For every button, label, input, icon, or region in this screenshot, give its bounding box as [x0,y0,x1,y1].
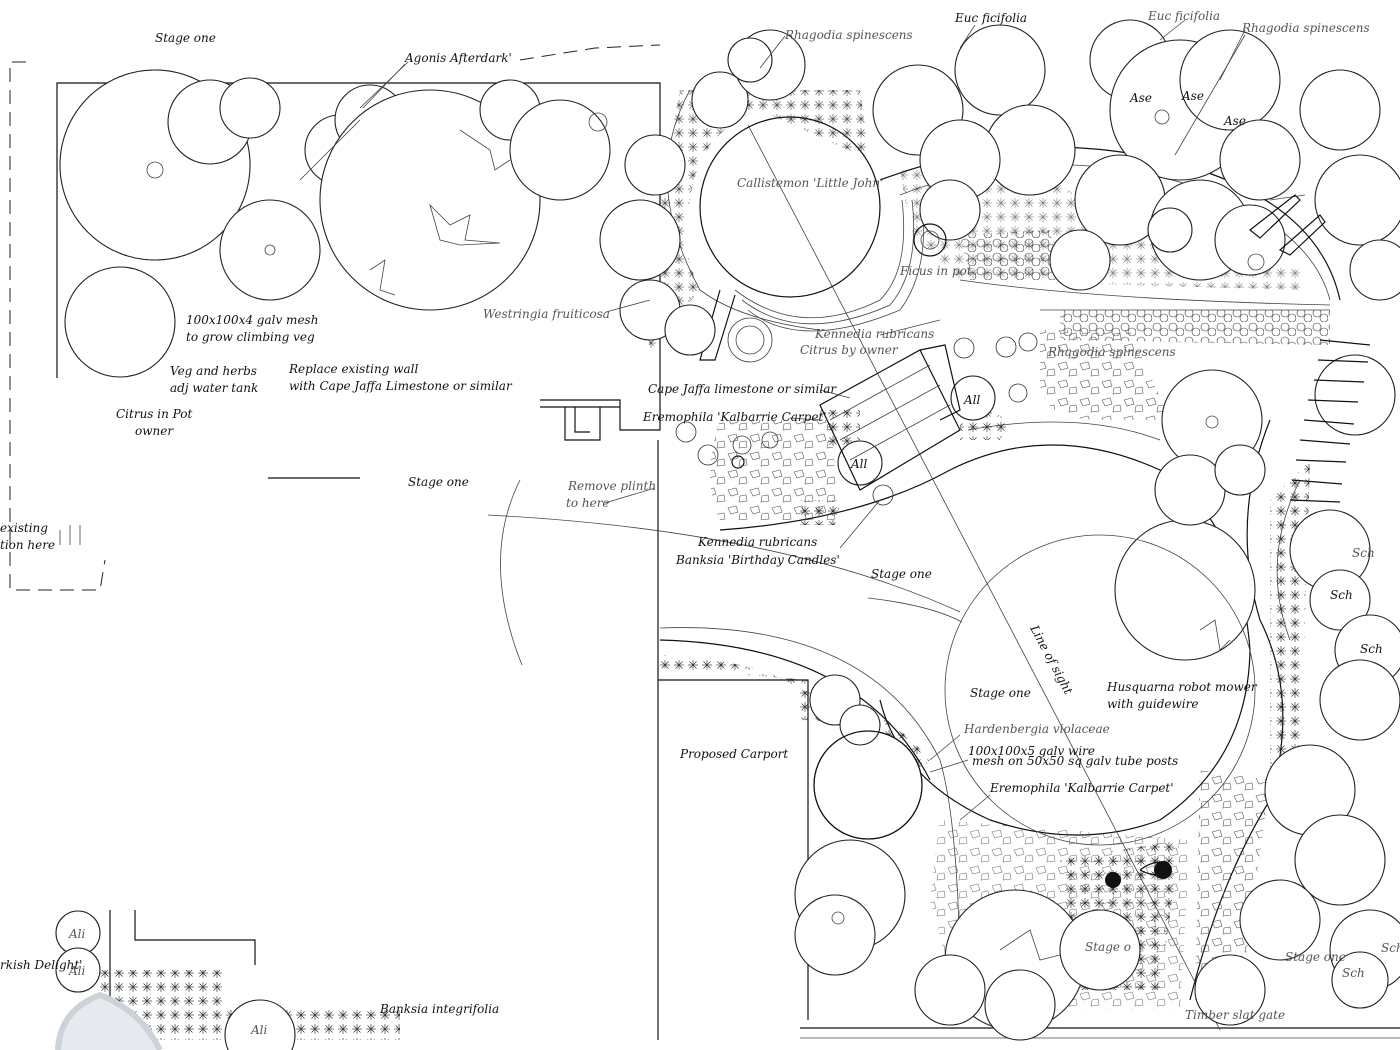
lawn-circle [944,534,1256,846]
trees-upper-left [59,63,611,378]
label-hardenbergia: Hardenbergia violaceae [963,722,1110,736]
label-all-2: All [850,457,868,471]
label-existing-1: existing [0,521,48,535]
trees-lower-left [55,910,296,1050]
label-banksia-bc: Banksia 'Birthday Candles' [675,553,840,567]
label-stage-one-c: Stage one [871,567,932,581]
label-banksia-integrifolia: Banksia integrifolia [379,1002,499,1016]
trees-lower-middle [794,674,1141,1041]
label-husqvarna-2: with guidewire [1107,697,1198,711]
label-all-1: All [963,393,981,407]
label-timber-gate: Timber slat gate [1185,1008,1285,1022]
label-ali-2: Ali [68,964,86,978]
label-sch-2: Sch [1330,588,1353,602]
label-kennedia-1: Kennedia rubricans [814,327,934,341]
label-ficus: Ficus in pot [899,264,972,278]
label-ali-1: Ali [68,927,86,941]
label-eremophila-2: Eremophila 'Kalbarrie Carpet' [989,781,1174,795]
label-stage-one-d: Stage one [970,686,1031,700]
label-line-of-sight: Line of sight [1027,622,1076,697]
label-sch-5: Sch [1342,966,1365,980]
label-leaders [359,19,1246,821]
label-replace-wall-1: Replace existing wall [288,362,418,376]
label-ase-3: Ase [1223,114,1246,128]
label-sch-1: Sch [1352,546,1375,560]
label-turkish-delight: rkish Delight' [0,958,82,972]
label-euc-ficifolia-1: Euc ficifolia [954,11,1027,25]
label-stage-one-f: Stage one [1285,950,1346,964]
label-ali-3: Ali [250,1023,268,1037]
label-galv-wire-2: mesh on 50x50 sq galv tube posts [972,754,1178,768]
label-proposed-carport: Proposed Carport [679,747,788,761]
shrubs [675,332,1038,506]
label-westringia: Westringia fruiticosa [483,307,610,321]
label-cape-jaffa: Cape Jaffa limestone or similar [648,382,837,396]
trees-top-band [599,19,1400,363]
label-citrus-owner: Citrus by owner [800,343,899,357]
water-tank [813,730,923,840]
label-stage-one-b: Stage one [408,475,469,489]
label-callistemon: Callistemon 'Little John' [737,176,883,190]
label-eremophila-1: Eremophila 'Kalbarrie Carpet' [642,410,827,424]
label-remove-plinth-2: to here [566,496,610,510]
label-rhagodia-top: Rhagodia spinescens [784,28,913,42]
label-sch-3: Sch [1360,642,1383,656]
label-galv-mesh-1: 100x100x4 galv mesh [186,313,318,327]
label-agonis: Agonis Afterdark' [404,51,512,65]
stone-steps [819,344,961,491]
label-veg-herbs-1: Veg and herbs [170,364,257,378]
label-citrus-pot-2: owner [135,424,174,438]
label-remove-plinth-1: Remove plinth [567,479,656,493]
label-existing-2: tion here [0,538,55,552]
label-sch-4: Sch [1381,941,1400,955]
label-citrus-pot-1: Citrus in Pot [116,407,192,421]
label-ase-2: Ase [1181,89,1204,103]
label-euc-ficifolia-2: Euc ficifolia [1147,9,1220,23]
label-galv-mesh-2: to grow climbing veg [186,330,315,344]
label-rhagodia-top-right: Rhagodia spinescens [1241,21,1370,35]
label-galv-wire-1: 100x100x5 galv wire [968,744,1095,758]
label-stage-one-e: Stage o [1085,940,1131,954]
label-veg-herbs-2: adj water tank [170,381,258,395]
label-rhagodia-mid: Rhagodia spinescens [1047,345,1176,359]
label-kennedia-2: Kennedia rubricans [697,535,817,549]
label-replace-wall-2: with Cape Jaffa Limestone or similar [289,379,513,393]
label-husqvarna-1: Husquarna robot mower [1106,680,1258,694]
label-ase-1: Ase [1129,91,1152,105]
label-stage-one-a: Stage one [155,31,216,45]
trees-right-column [1114,339,1400,1026]
